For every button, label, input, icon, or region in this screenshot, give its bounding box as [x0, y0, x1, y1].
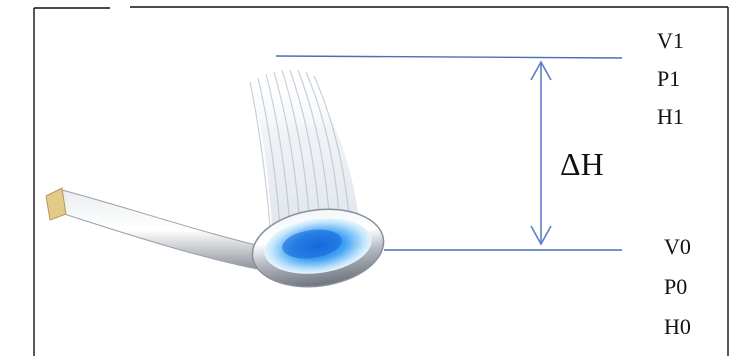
upper-reference-line [276, 56, 622, 58]
handle-end-cap [46, 188, 66, 220]
bottom-label-p0: P0 [664, 276, 687, 298]
top-label-p1: P1 [657, 68, 680, 90]
bottom-label-h0: H0 [664, 316, 691, 338]
top-label-h1: H1 [657, 106, 684, 128]
height-arrow [531, 62, 551, 244]
water-spray [248, 70, 360, 226]
delta-h-label: ΔH [560, 148, 604, 180]
top-label-v1: V1 [657, 30, 684, 52]
frame [34, 7, 728, 356]
bottom-label-v0: V0 [664, 236, 691, 258]
